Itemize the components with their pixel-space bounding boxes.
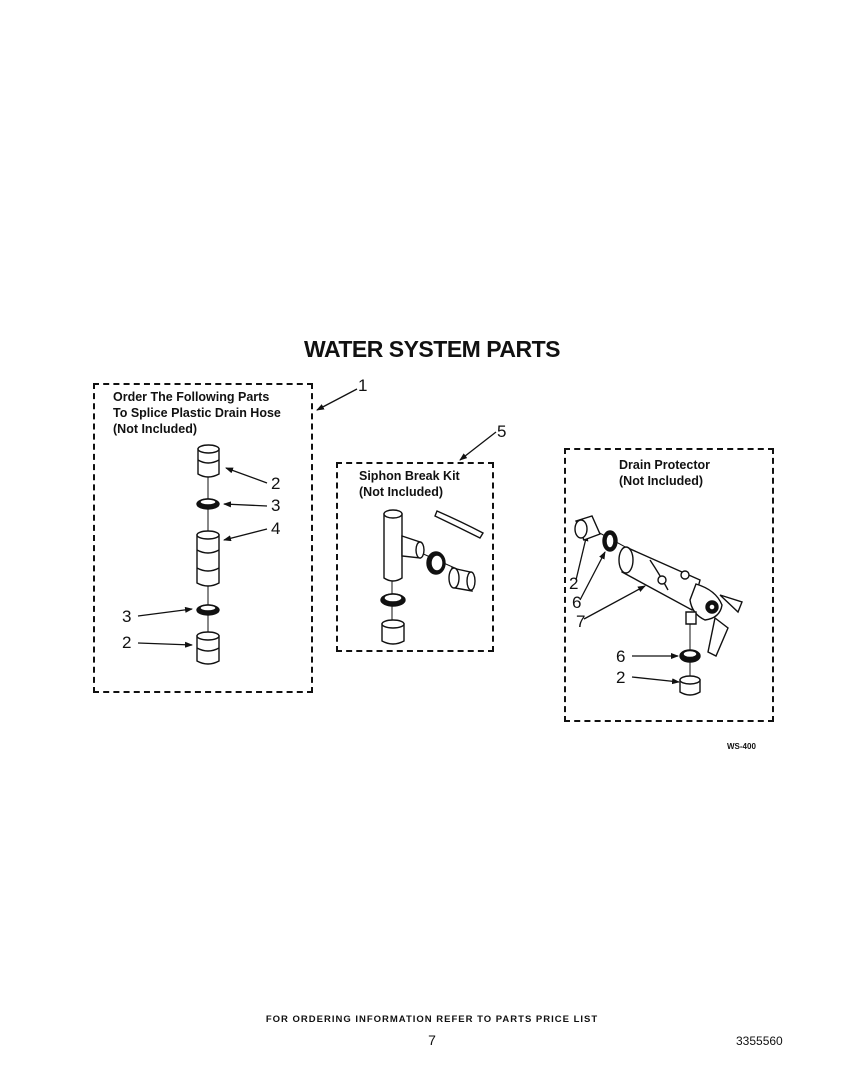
siphon-lower-fitting bbox=[381, 619, 405, 645]
clamp-ring-bottom bbox=[196, 604, 220, 616]
siphon-lower-ring bbox=[380, 593, 406, 607]
splice-parts-label: Order The Following Parts To Splice Plas… bbox=[113, 389, 281, 437]
leader-5 bbox=[459, 431, 497, 461]
siphon-break-kit-box bbox=[336, 462, 494, 652]
document-number: 3355560 bbox=[736, 1034, 783, 1048]
clamp-ring-top bbox=[196, 498, 220, 510]
label-line: To Splice Plastic Drain Hose bbox=[113, 406, 281, 420]
label-line: Siphon Break Kit bbox=[359, 469, 460, 483]
leader-g1-3b bbox=[137, 606, 193, 617]
page-title: WATER SYSTEM PARTS bbox=[304, 336, 560, 362]
ordering-note: FOR ORDERING INFORMATION REFER TO PARTS … bbox=[265, 1014, 599, 1025]
drain-protector-art bbox=[574, 515, 743, 696]
siphon-break-kit-label: Siphon Break Kit (Not Included) bbox=[359, 468, 460, 500]
leader-g3-2a bbox=[575, 533, 589, 581]
callout-number: 3 bbox=[271, 496, 281, 515]
callout-5: 5 bbox=[497, 422, 507, 441]
drain-ring-left bbox=[602, 530, 618, 552]
label-line: (Not Included) bbox=[359, 485, 444, 499]
siphon-tee bbox=[383, 509, 425, 582]
leader-g3-6a bbox=[579, 551, 606, 601]
drain-fitting-bottom bbox=[679, 675, 701, 696]
leader-g3-7 bbox=[583, 585, 646, 620]
drain-protector-body bbox=[618, 546, 743, 657]
callout-number: 2 bbox=[616, 668, 626, 687]
label-line: (Not Included) bbox=[619, 474, 704, 488]
leader-g1-4 bbox=[223, 528, 268, 542]
callout-1: 1 bbox=[358, 376, 368, 395]
splice-parts-box bbox=[93, 383, 313, 693]
leader-g3-2b bbox=[631, 676, 680, 685]
callout-number: 7 bbox=[576, 612, 586, 631]
callout-number: 2 bbox=[569, 574, 579, 593]
callout-number: 3 bbox=[122, 607, 132, 626]
hose-fitting-bottom bbox=[196, 631, 220, 665]
callout-number: 4 bbox=[271, 519, 281, 538]
callout-number: 6 bbox=[616, 647, 626, 666]
drain-protector-label: Drain Protector (Not Included) bbox=[619, 457, 710, 489]
page-number: 7 bbox=[428, 1032, 436, 1048]
callout-number: 6 bbox=[572, 593, 582, 612]
siphon-break-kit-art bbox=[380, 509, 484, 645]
drain-fitting-left bbox=[574, 515, 601, 541]
siphon-cap bbox=[448, 567, 476, 592]
leader-g1-2b bbox=[137, 641, 193, 648]
connector-tube bbox=[196, 530, 220, 587]
label-line: Drain Protector bbox=[619, 458, 710, 472]
figure-code: WS-400 bbox=[727, 742, 756, 751]
label-line: (Not Included) bbox=[113, 422, 198, 436]
label-line: Order The Following Parts bbox=[113, 390, 270, 404]
drain-ring-bottom bbox=[679, 649, 701, 663]
siphon-tube bbox=[434, 510, 484, 539]
hose-splice-assembly bbox=[196, 444, 220, 665]
siphon-ring bbox=[426, 551, 446, 575]
leader-g1-3a bbox=[223, 501, 268, 508]
drain-protector-box bbox=[564, 448, 774, 722]
callout-leaders bbox=[137, 388, 680, 685]
leader-g1-2a bbox=[225, 467, 268, 484]
callout-number: 2 bbox=[271, 474, 281, 493]
hose-fitting-top bbox=[197, 444, 220, 478]
callout-number: 2 bbox=[122, 633, 132, 652]
leader-1 bbox=[316, 388, 358, 411]
